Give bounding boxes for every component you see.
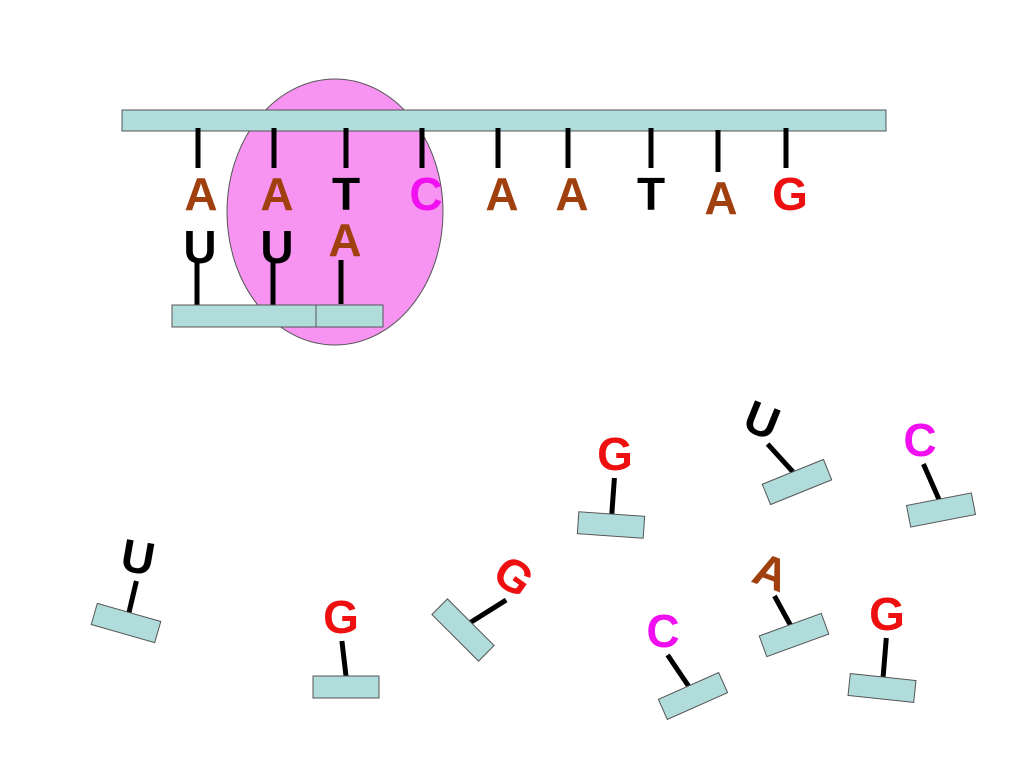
nucleotide-stick bbox=[665, 653, 691, 688]
free-nucleotide: A bbox=[746, 542, 830, 658]
dna-base-letter: A bbox=[184, 168, 217, 220]
mrna-backbone-segment bbox=[171, 304, 319, 328]
polymerase-blob bbox=[226, 78, 444, 346]
free-nucleotide: C bbox=[646, 605, 729, 721]
nucleotide-backbone bbox=[431, 598, 495, 662]
nucleotide-letter: U bbox=[737, 390, 787, 451]
dna-backbone bbox=[121, 109, 887, 132]
mrna-base-letter: U bbox=[260, 221, 293, 273]
dna-base-letter: T bbox=[637, 168, 665, 220]
nucleotide-stick bbox=[609, 477, 617, 515]
nucleotide-stick bbox=[921, 462, 942, 501]
nucleotide-letter: G bbox=[323, 591, 359, 643]
free-nucleotide: U bbox=[737, 390, 833, 506]
nucleotide-backbone bbox=[657, 671, 729, 721]
nucleotide-backbone bbox=[847, 673, 917, 703]
nucleotide-backbone bbox=[90, 602, 162, 644]
free-nucleotide: G bbox=[431, 544, 544, 662]
mrna-base-letter: A bbox=[328, 214, 361, 266]
dna-base-letter: C bbox=[409, 168, 442, 220]
dna-base-letter: G bbox=[772, 168, 808, 220]
nucleotide-letter: C bbox=[646, 605, 679, 657]
nucleotide-stick bbox=[772, 594, 793, 626]
dna-base-letter: A bbox=[704, 172, 737, 224]
nucleotide-stick bbox=[469, 597, 508, 625]
nucleotide-stick bbox=[880, 637, 889, 678]
nucleotide-backbone bbox=[758, 612, 830, 658]
nucleotide-letter: G bbox=[597, 428, 633, 480]
free-nucleotide: C bbox=[903, 414, 977, 528]
nucleotide-letter: G bbox=[869, 588, 905, 640]
dna-base-letter: A bbox=[485, 168, 518, 220]
nucleotide-stick bbox=[339, 640, 349, 677]
nucleotide-backbone bbox=[905, 492, 977, 528]
nucleotide-letter: G bbox=[484, 544, 543, 607]
nucleotide-backbone bbox=[312, 675, 380, 699]
free-nucleotide: G bbox=[576, 428, 646, 539]
mrna-base-letter: U bbox=[183, 221, 216, 273]
free-nucleotide: U bbox=[90, 529, 162, 644]
nucleotide-letter: C bbox=[903, 414, 936, 466]
dna-base-letter: T bbox=[332, 168, 360, 220]
free-nucleotides: G U C U G G C A G bbox=[90, 390, 977, 721]
dna-base-letter: A bbox=[260, 168, 293, 220]
nucleotide-backbone bbox=[576, 511, 646, 539]
nucleotide-letter: A bbox=[746, 542, 795, 602]
nucleotide-stick bbox=[126, 580, 139, 613]
nucleotide-backbone bbox=[761, 458, 833, 506]
dna-strand-bases: A A T C A A T A G bbox=[184, 128, 808, 224]
mrna-backbone-segment bbox=[315, 304, 384, 328]
free-nucleotide: G bbox=[847, 588, 917, 703]
mrna-strand: U U A bbox=[171, 214, 384, 328]
nucleotide-stick bbox=[765, 442, 795, 474]
dna-base-letter: A bbox=[555, 168, 588, 220]
free-nucleotide: G bbox=[312, 591, 380, 699]
nucleotide-letter: U bbox=[117, 529, 159, 586]
